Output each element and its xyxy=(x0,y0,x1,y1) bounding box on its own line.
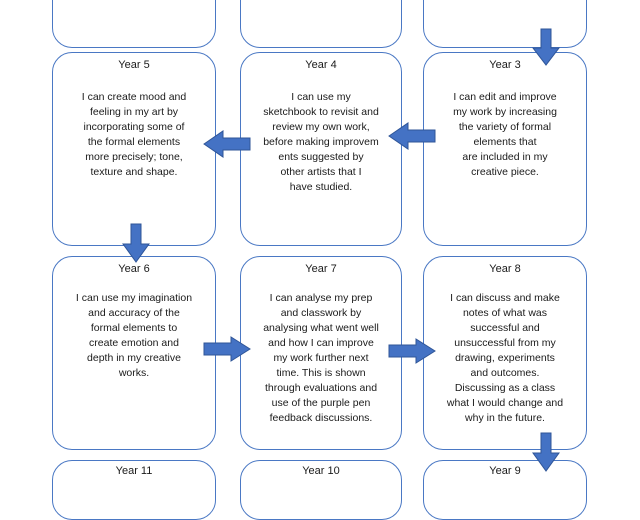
text-line: the formal elements xyxy=(87,136,181,148)
text-line: and accuracy of the xyxy=(88,307,180,319)
text-line: ents suggested by xyxy=(278,151,364,163)
card-title-year-9: Year 9 xyxy=(489,465,521,477)
card-text-year-8: I can discuss and make notes of what was… xyxy=(428,291,582,426)
card-text-year-3: I can edit and improve my work by increa… xyxy=(430,90,580,180)
card-text-year-5: I can create mood and feeling in my art … xyxy=(59,90,209,180)
card-title-year-11: Year 11 xyxy=(115,465,153,477)
text-line: and outcomes. xyxy=(470,367,540,379)
card-title-year-3: Year 3 xyxy=(489,59,521,71)
text-line: why in the future. xyxy=(465,412,545,424)
text-line: unsuccessful from my xyxy=(454,337,556,349)
text-line: are included in my xyxy=(462,151,548,163)
card-year-4: Year 4 I can use my sketchbook to revisi… xyxy=(240,52,402,246)
text-line: successful and xyxy=(470,322,540,334)
top-card-right xyxy=(423,0,587,48)
card-year-6: Year 6 I can use my imagination and accu… xyxy=(52,256,216,450)
card-text-year-6: I can use my imagination and accuracy of… xyxy=(59,291,209,381)
text-line: incorporating some of xyxy=(83,121,185,133)
text-line: works. xyxy=(118,367,150,379)
text-line: my work further next xyxy=(273,352,369,364)
block-arrow-icon xyxy=(122,223,150,263)
text-line: before making improvem xyxy=(263,136,379,148)
text-line: through evaluations and xyxy=(264,382,378,394)
text-line: I can analyse my prep xyxy=(269,292,373,304)
text-line: I can use my xyxy=(291,91,351,103)
text-line: have studied. xyxy=(289,181,353,193)
text-line: feeling in my art by xyxy=(89,106,179,118)
text-line: time. This is shown xyxy=(276,367,366,379)
top-card-left xyxy=(52,0,216,48)
text-line: I can edit and improve xyxy=(453,91,557,103)
text-line: I can create mood and xyxy=(81,91,187,103)
card-year-3: Year 3 I can edit and improve my work by… xyxy=(423,52,587,246)
card-year-10: Year 10 xyxy=(240,460,402,520)
text-line: create emotion and xyxy=(89,337,179,349)
text-line: use of the purple pen xyxy=(271,397,371,409)
text-line: feedback discussions. xyxy=(269,412,373,424)
text-line: Discussing as a class xyxy=(454,382,556,394)
card-text-year-7: I can analyse my prep and classwork by a… xyxy=(245,291,397,426)
block-arrow-icon xyxy=(532,432,560,472)
card-title-year-10: Year 10 xyxy=(302,465,340,477)
text-line: notes of what was xyxy=(462,307,548,319)
block-arrow-icon xyxy=(532,28,560,66)
text-line: and how I can improve xyxy=(268,337,374,349)
card-title-year-7: Year 7 xyxy=(305,263,337,275)
block-arrow-icon xyxy=(388,122,436,150)
text-line: I can discuss and make xyxy=(450,292,560,304)
card-text-year-4: I can use my sketchbook to revisit and r… xyxy=(247,90,395,195)
card-title-year-8: Year 8 xyxy=(489,263,521,275)
text-line: depth in my creative xyxy=(87,352,181,364)
text-line: review my own work, xyxy=(272,121,370,133)
block-arrow-icon xyxy=(203,130,251,158)
text-line: what I would change and xyxy=(446,397,564,409)
text-line: creative piece. xyxy=(471,166,539,178)
card-year-5: Year 5 I can create mood and feeling in … xyxy=(52,52,216,246)
text-line: sketchbook to revisit and xyxy=(263,106,379,118)
text-line: the variety of formal xyxy=(458,121,552,133)
text-line: my work by increasing xyxy=(453,106,557,118)
text-line: drawing, experiments xyxy=(455,352,555,364)
text-line: elements that xyxy=(473,136,537,148)
text-line: other artists that I xyxy=(280,166,362,178)
card-title-year-5: Year 5 xyxy=(118,59,150,71)
text-line: texture and shape. xyxy=(90,166,178,178)
block-arrow-icon xyxy=(203,336,251,362)
card-year-8: Year 8 I can discuss and make notes of w… xyxy=(423,256,587,450)
text-line: and classwork by xyxy=(280,307,362,319)
card-title-year-4: Year 4 xyxy=(305,59,337,71)
text-line: analysing what went well xyxy=(263,322,379,334)
block-arrow-icon xyxy=(388,338,436,364)
text-line: formal elements to xyxy=(90,322,178,334)
top-card-middle xyxy=(240,0,402,48)
card-year-7: Year 7 I can analyse my prep and classwo… xyxy=(240,256,402,450)
text-line: more precisely; tone, xyxy=(85,151,183,163)
card-year-9: Year 9 xyxy=(423,460,587,520)
card-year-11: Year 11 xyxy=(52,460,216,520)
text-line: I can use my imagination xyxy=(75,292,193,304)
card-title-year-6: Year 6 xyxy=(118,263,150,275)
